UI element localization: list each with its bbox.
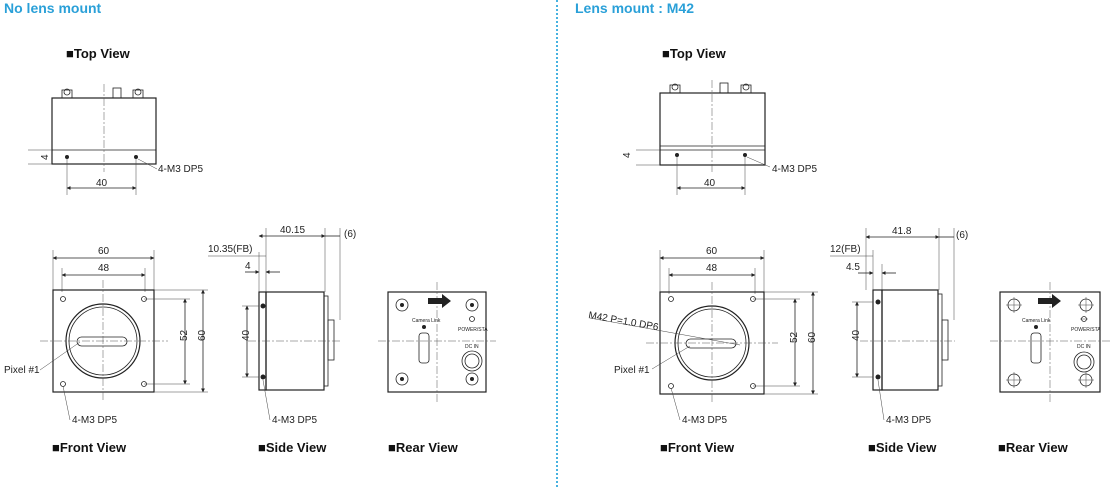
left-top-view: ■Top View 40 4 4-M3 DP5 [28,46,203,195]
left-front-inner-dim: 48 [98,263,110,274]
right-rear-view-label: ■Rear View [998,440,1069,455]
arrow-right-icon [1038,294,1061,308]
right-top-width-dim: 40 [704,178,716,189]
right-side-extra-dim: (6) [956,230,968,241]
left-rear-dc-in: DC IN [465,344,479,350]
right-front-holes: 4-M3 DP5 [682,415,727,426]
right-rear-dc-in: DC IN [1077,344,1091,350]
heading-lens-mount-m42: Lens mount : M42 [575,0,695,16]
left-top-height-dim: 4 [40,154,51,160]
right-top-view-label: ■Top View [662,46,727,61]
left-side-view: 40.15 (6) 10.35(FB) 4 40 4-M3 DP5 ■Side … [208,225,356,455]
left-side-offset-dim: 4 [245,261,251,272]
right-top-view: ■Top View 40 4 4-M3 DP5 [622,46,817,195]
left-top-holes: 4-M3 DP5 [158,164,203,175]
right-front-v-outer-dim: 60 [807,331,818,343]
right-side-offset-dim: 4.5 [846,262,860,273]
right-side-holes: 4-M3 DP5 [886,415,931,426]
right-top-height-dim: 4 [622,152,633,158]
right-top-holes: 4-M3 DP5 [772,164,817,175]
right-front-v-inner-dim: 52 [789,331,800,343]
left-side-extra-dim: (6) [344,229,356,240]
camera-link-connector-icon [1030,332,1042,364]
left-front-pixel-label: Pixel #1 [4,365,40,376]
section-divider [556,0,558,487]
left-side-height-dim: 40 [241,329,252,341]
right-rear-camera-link: Camera Link [1022,318,1051,324]
left-front-outer-dim: 60 [98,246,110,257]
right-front-view: 60 48 52 60 M42 P=1.0 DP6 Pixel #1 4-M3 … [587,246,818,455]
right-front-inner-dim: 48 [706,263,718,274]
left-front-view-label: ■Front View [52,440,127,455]
left-top-view-label: ■Top View [66,46,131,61]
left-front-holes: 4-M3 DP5 [72,415,117,426]
left-front-v-inner-dim: 52 [179,329,190,341]
status-led-icon [469,316,475,322]
arrow-right-icon [428,294,451,308]
left-side-depth-dim: 40.15 [280,225,305,236]
left-rear-view-label: ■Rear View [388,440,459,455]
right-side-depth-dim: 41.8 [892,226,912,237]
left-side-holes: 4-M3 DP5 [272,415,317,426]
left-top-width-dim: 40 [96,178,108,189]
left-front-v-outer-dim: 60 [197,329,208,341]
right-front-view-label: ■Front View [660,440,735,455]
heading-no-lens-mount: No lens mount [4,0,102,16]
right-side-view-label: ■Side View [868,440,937,455]
right-front-pixel-label: Pixel #1 [614,365,650,376]
right-side-view: 41.8 (6) 12(FB) 4.5 40 4-M3 DP5 ■Side Vi… [830,226,968,455]
right-side-height-dim: 40 [851,329,862,341]
right-front-outer-dim: 60 [706,246,718,257]
left-rear-view: Camera Link POWER/STA DC IN ■Rear View [378,282,496,455]
right-side-flange-dim: 12(FB) [830,244,861,255]
left-side-view-label: ■Side View [258,440,327,455]
camera-link-connector-icon [418,332,430,364]
right-rear-power: POWER/STA [1071,327,1101,333]
left-rear-camera-link: Camera Link [412,318,441,324]
dc-in-connector-icon [1073,351,1095,373]
left-front-view: 60 48 52 60 Pixel #1 4-M3 DP5 ■Front Vie… [4,246,208,455]
left-rear-power: POWER/STA [458,327,488,333]
right-front-mount-label: M42 P=1.0 DP6 [587,310,659,333]
dc-in-connector-icon [461,350,483,372]
left-side-flange-dim: 10.35(FB) [208,244,252,255]
right-rear-view: Camera Link POWER/STA DC IN ■Rear View [990,282,1110,455]
